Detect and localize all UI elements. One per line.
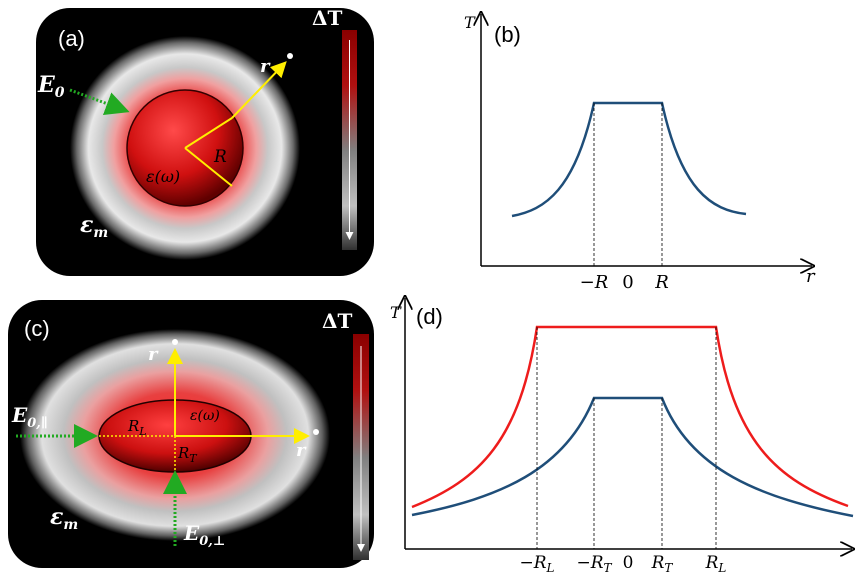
panel-b: T (b) r −R 0 R <box>464 13 816 293</box>
r-horizontal-point <box>313 429 319 435</box>
e0-label: E0 <box>37 72 65 101</box>
d-tick-zero: 0 <box>623 553 634 573</box>
d-y-label: T <box>390 303 402 322</box>
r-vertical-point <box>172 339 178 345</box>
radius-line-up <box>184 117 233 149</box>
d-tick-plus-rl: RL <box>705 553 727 574</box>
permittivity-label-c: ε(ω) <box>190 408 220 424</box>
panel-d-tag: (d) <box>416 304 443 329</box>
r-right-label: r <box>296 440 307 461</box>
b-tick-zero: 0 <box>622 272 633 293</box>
panel-d: T (d) −RL −RT 0 RT RL <box>390 298 853 574</box>
r-arrow <box>231 61 287 119</box>
e0-parallel-label: E0,∥ <box>11 403 48 431</box>
b-tick-plus-r: R <box>654 272 669 293</box>
radius-line-down <box>184 147 233 187</box>
medium-label: εm <box>80 212 108 241</box>
b-tick-minus-r: −R <box>580 272 609 293</box>
b-temperature-profile <box>511 101 747 218</box>
r-point <box>287 53 293 59</box>
panel-c-tag: (c) <box>24 316 50 341</box>
b-x-label: r <box>806 266 816 287</box>
d-tick-minus-rl: −RL <box>519 553 554 574</box>
panel-a-tag: (a) <box>58 26 85 51</box>
d-tick-plus-rt: RT <box>651 553 674 574</box>
r-up-label: r <box>148 344 159 365</box>
panel-c: (c) ΔT r r E0,∥ E0,⊥ RL RT ε(ω) εm <box>8 300 374 568</box>
d-profile-ellipsoid-short <box>411 396 854 518</box>
delta-t-label: ΔT <box>312 6 343 30</box>
r-label: r <box>260 56 271 77</box>
panel-a: (a) ΔT E0 r R ε(ω) εm <box>36 6 374 276</box>
d-profile-ellipsoid-long <box>411 325 849 509</box>
permittivity-label: ε(ω) <box>146 167 180 186</box>
e0-perpendicular-label: E0,⊥ <box>183 521 225 549</box>
delta-t-label-c: ΔT <box>322 309 353 333</box>
radius-label: R <box>213 147 227 167</box>
panel-b-tag: (b) <box>494 22 521 47</box>
e0-field-arrow <box>69 88 130 116</box>
d-tick-minus-rt: −RT <box>576 553 612 574</box>
medium-label-c: εm <box>50 504 78 533</box>
rl-label: RL <box>127 417 147 438</box>
b-y-label: T <box>464 13 476 32</box>
rt-label: RT <box>177 444 198 465</box>
